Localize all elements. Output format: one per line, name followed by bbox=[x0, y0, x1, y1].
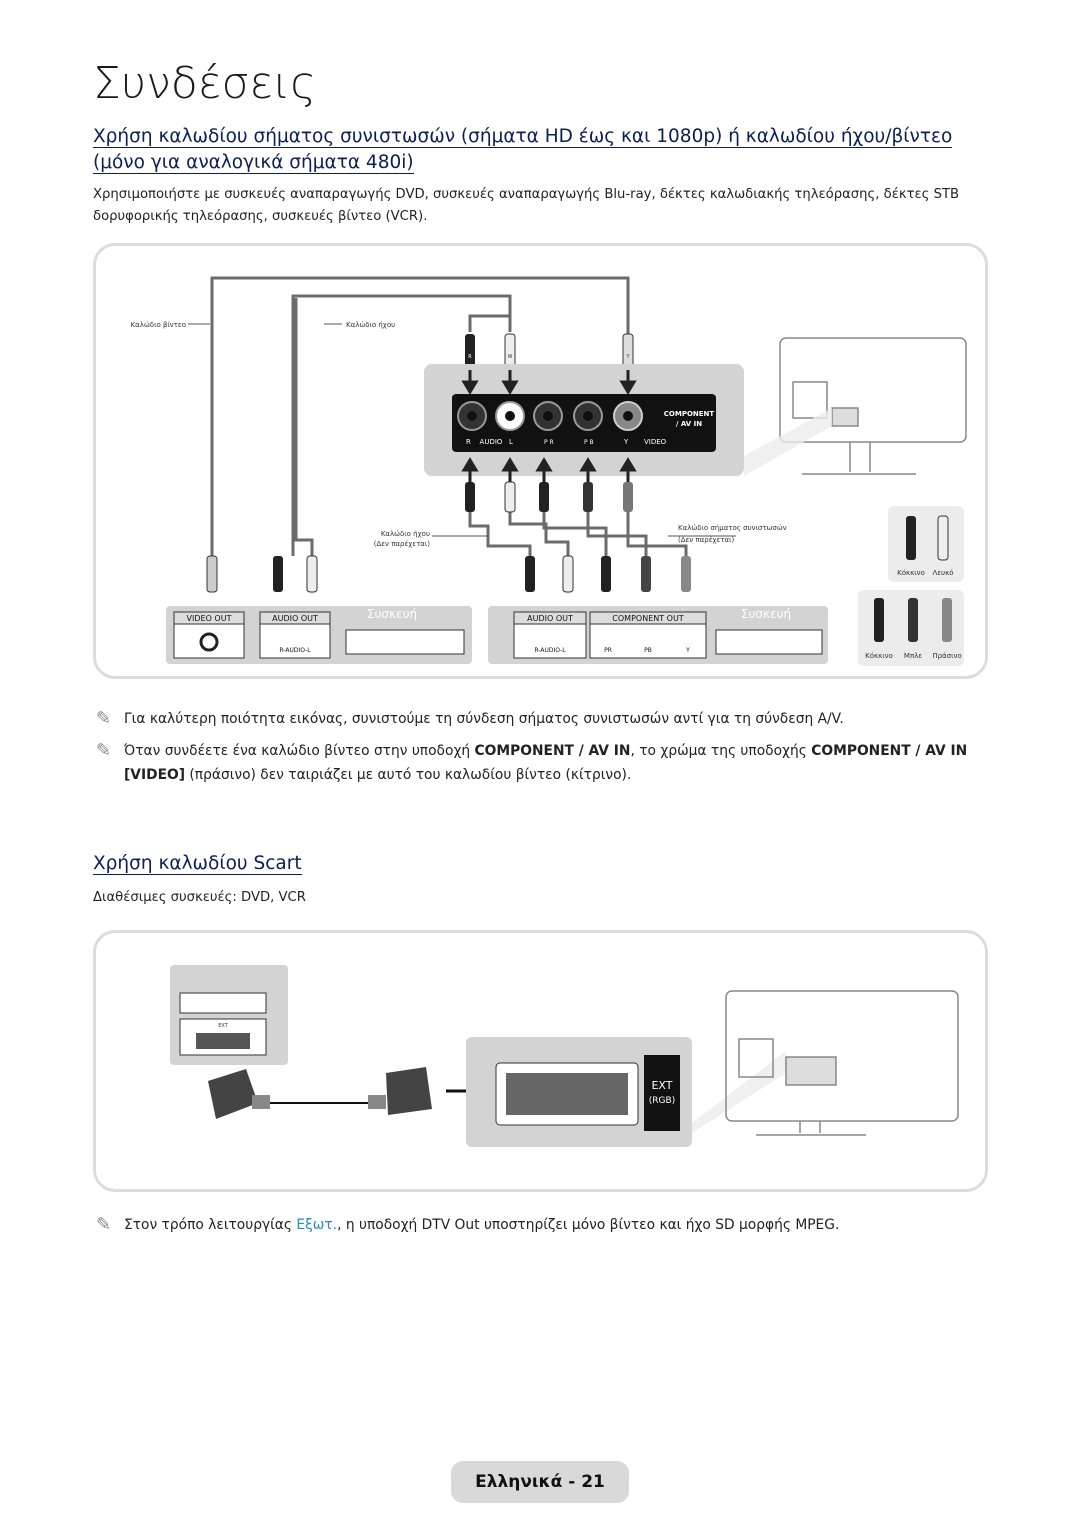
tv-pr-label: P R bbox=[544, 439, 554, 446]
device-1-r-audio-l: R-AUDIO-L bbox=[279, 647, 311, 654]
tv-audio-label: AUDIO bbox=[480, 438, 503, 446]
section-heading-text: Χρήση καλωδίου σήματος συνιστωσών (σήματ… bbox=[93, 126, 953, 174]
scart-device-player-icon bbox=[179, 992, 267, 1014]
component-cable-label: Καλώδιο σήματος συνιστωσών bbox=[678, 524, 787, 532]
top-plugs: R W Y bbox=[465, 333, 634, 369]
tv-ext-rgb-plate bbox=[644, 1055, 680, 1131]
page-number-badge: Ελληνικά - 21 bbox=[451, 1461, 629, 1503]
plug-top-yellow bbox=[622, 333, 634, 369]
tv-component-label: COMPONENT bbox=[664, 410, 715, 418]
tv-ext-label: EXT bbox=[651, 1079, 672, 1092]
device-2-player-icon bbox=[715, 629, 823, 655]
component-connection-svg: Καλώδιο βίντεο Καλώδιο ήχου Καλώδιο ήχου… bbox=[131, 276, 967, 666]
plug-audio-red bbox=[273, 556, 283, 592]
component-connection-diagram: Καλώδιο βίντεο Καλώδιο ήχου Καλώδιο ήχου… bbox=[93, 243, 988, 679]
audio-cable-route-left-2 bbox=[294, 298, 314, 556]
tv-avin-label: / AV IN bbox=[676, 420, 702, 428]
intro-paragraph: Χρησιμοποιήστε με συσκευές αναπαραγωγής … bbox=[93, 187, 960, 224]
audio-cable-np-label: Καλώδιο ήχου bbox=[381, 530, 430, 538]
device-2-r-audio-l: R-AUDIO-L bbox=[534, 647, 566, 654]
scart-connection-svg: EXT EXT (RGB) bbox=[170, 965, 959, 1147]
video-cable-label: Καλώδιο βίντεο bbox=[131, 321, 186, 329]
note3-text-b: , η υποδοχή DTV Out υποστηρίζει μόνο βίν… bbox=[337, 1217, 840, 1233]
tv-jacks bbox=[457, 401, 643, 431]
tv-rear-outline-scart bbox=[725, 990, 959, 1136]
audio-cable-route-top bbox=[468, 314, 510, 332]
plug-audio-white bbox=[306, 555, 318, 593]
component-route-green bbox=[626, 506, 688, 564]
legend2-red-label: Κόκκινο bbox=[865, 652, 893, 660]
section-heading: Χρήση καλωδίου σήματος συνιστωσών (σήματ… bbox=[93, 124, 993, 176]
note-pencil-icon: ✎ bbox=[96, 740, 112, 761]
component-route-red bbox=[542, 506, 608, 564]
legend-red-label: Κόκκινο bbox=[897, 569, 925, 577]
device-2-component-out-label: COMPONENT OUT bbox=[612, 614, 684, 623]
plug-top-red-label: R bbox=[468, 354, 472, 360]
audio-np-route-red bbox=[468, 506, 532, 564]
device-1-audio-out-label: AUDIO OUT bbox=[272, 614, 318, 623]
plug-top-white-label: W bbox=[508, 354, 513, 360]
scart-plug-right bbox=[386, 1067, 432, 1115]
plug-top-red bbox=[465, 334, 475, 368]
legend2-blue-label: Μπλε bbox=[904, 652, 922, 660]
note3-link-ext[interactable]: Εξωτ. bbox=[296, 1217, 338, 1233]
audio-cable-route-left bbox=[291, 294, 512, 556]
device-1-video-out-label: VIDEO OUT bbox=[187, 614, 232, 623]
component-route-blue bbox=[586, 506, 648, 564]
plug-top-yellow-label: Y bbox=[625, 354, 630, 360]
device-2-audio-out-label: AUDIO OUT bbox=[527, 614, 573, 623]
device-1-label: Συσκευή bbox=[367, 607, 417, 621]
lower-plugs bbox=[206, 555, 691, 593]
scart-device-ext-label: EXT bbox=[218, 1023, 228, 1029]
audio-cable-np-not-supplied: (Δεν παρέχεται) bbox=[374, 540, 431, 548]
note2-text-c: , το χρώμα της υποδοχής bbox=[630, 743, 812, 759]
note2-text-e: (πράσινο) δεν ταιριάζει με αυτό του καλω… bbox=[185, 767, 632, 783]
note2-text-d: COMPONENT / AV IN [VIDEO] bbox=[124, 743, 968, 783]
tv-rear-outline bbox=[779, 337, 967, 475]
scart-plug-left bbox=[208, 1069, 258, 1119]
note-component-quality: ✎ Για καλύτερη ποιότητα εικόνας, συνιστο… bbox=[96, 707, 976, 731]
label-leaders bbox=[188, 323, 736, 537]
device-2-label: Συσκευή bbox=[741, 607, 791, 621]
middle-plugs bbox=[465, 481, 633, 513]
note2-text-a: Όταν συνδέετε ένα καλώδιο βίντεο στην υπ… bbox=[124, 743, 475, 759]
tv-r-label: R bbox=[466, 438, 471, 446]
scart-heading: Χρήση καλωδίου Scart bbox=[93, 853, 302, 875]
page-title: Συνδέσεις bbox=[93, 58, 317, 109]
zoom-wedge bbox=[744, 408, 832, 476]
plug-top-white bbox=[504, 333, 516, 369]
tv-rgb-label: (RGB) bbox=[649, 1096, 675, 1106]
note-pencil-icon: ✎ bbox=[96, 708, 112, 729]
scart-heading-text: Χρήση καλωδίου Scart bbox=[93, 853, 302, 875]
note3-text-a: Στον τρόπο λειτουργίας bbox=[124, 1217, 297, 1233]
scart-zoom-wedge bbox=[692, 1051, 786, 1133]
bottom-arrows bbox=[461, 457, 637, 482]
tv-y-label: Y bbox=[623, 438, 629, 446]
legend2-green-label: Πράσινο bbox=[932, 652, 961, 660]
insertion-arrows bbox=[461, 370, 637, 395]
video-cable-route bbox=[210, 276, 630, 556]
note-pencil-icon: ✎ bbox=[96, 1214, 112, 1235]
tv-l-label: L bbox=[509, 438, 513, 446]
audio-np-route-white bbox=[508, 506, 570, 564]
component-cable-not-supplied: (Δεν παρέχεται) bbox=[678, 536, 735, 544]
plug-video-yellow bbox=[206, 555, 218, 593]
device-2-pb: PB bbox=[644, 647, 652, 654]
scart-devices-line: Διαθέσιμες συσκευές: DVD, VCR bbox=[93, 890, 306, 905]
note2-text-b: COMPONENT / AV IN bbox=[474, 743, 631, 759]
scart-connection-diagram: EXT EXT (RGB) bbox=[93, 930, 988, 1192]
device-1-player-icon bbox=[345, 629, 465, 655]
tv-video-label: VIDEO bbox=[644, 438, 667, 446]
note-video-color: ✎ Όταν συνδέετε ένα καλώδιο βίντεο στην … bbox=[96, 739, 976, 787]
audio-cable-label: Καλώδιο ήχου bbox=[346, 321, 395, 329]
note-dtv-out: ✎ Στον τρόπο λειτουργίας Εξωτ., η υποδοχ… bbox=[96, 1213, 976, 1237]
tv-pb-label: P B bbox=[584, 439, 594, 446]
note1-text: Για καλύτερη ποιότητα εικόνας, συνιστούμ… bbox=[124, 711, 844, 727]
legend-white-label: Λευκό bbox=[932, 569, 953, 577]
device-2-y: Y bbox=[685, 647, 690, 654]
device-2-pr: PR bbox=[604, 647, 612, 654]
